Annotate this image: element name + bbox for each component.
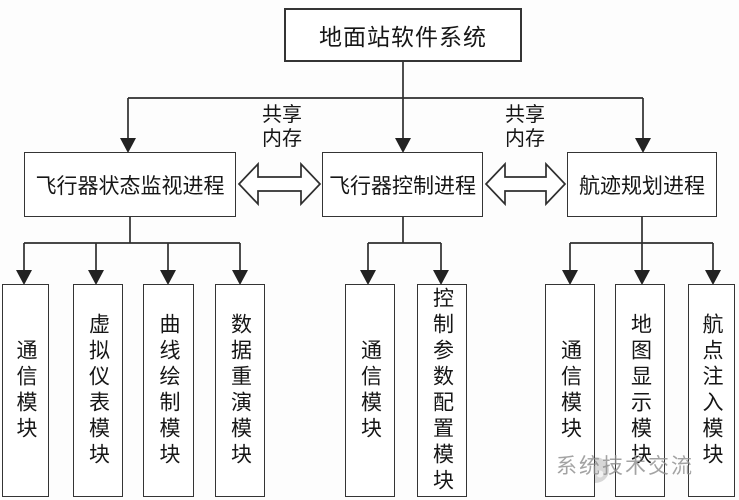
shared-memory-line2: 内存 [505, 128, 545, 150]
node-process-monitor[interactable]: 飞行器状态监视进程 [24, 152, 236, 217]
node-module-c-waypoint-inject-label: 航点注入模块 [700, 312, 724, 469]
arrowhead-proc-b [395, 138, 411, 153]
node-root[interactable]: 地面站软件系统 [284, 8, 522, 62]
node-process-route-planning[interactable]: 航迹规划进程 [567, 152, 717, 217]
arrowhead-b-m1 [360, 270, 376, 285]
shared-memory-line1: 共享 [262, 104, 302, 126]
node-module-a-data-replay-label: 数据重演模块 [228, 312, 253, 469]
node-module-a-comm[interactable]: 通信模块 [2, 284, 49, 497]
arrowhead-a-m3 [160, 270, 176, 285]
node-module-a-comm-label: 通信模块 [14, 338, 38, 443]
node-process-monitor-label: 飞行器状态监视进程 [35, 173, 225, 198]
node-module-c-map-display-label: 地图显示模块 [628, 312, 653, 469]
arrowhead-b-m2 [433, 270, 449, 285]
node-module-c-map-display[interactable]: 地图显示模块 [615, 284, 665, 497]
arrowhead-c-m2 [634, 270, 650, 285]
node-module-c-waypoint-inject[interactable]: 航点注入模块 [688, 284, 735, 497]
node-module-a-virtual-instrument-label: 虚拟仪表模块 [86, 312, 111, 469]
arrowhead-a-m4 [232, 270, 248, 285]
node-module-b-control-param-config[interactable]: 控制参数配置模块 [417, 284, 467, 497]
node-module-b-comm[interactable]: 通信模块 [345, 284, 395, 497]
arrowhead-a-m2 [88, 270, 104, 285]
node-process-route-planning-label: 航迹规划进程 [579, 173, 705, 198]
arrowhead-c-m1 [562, 270, 578, 285]
shared-memory-line1: 共享 [505, 104, 545, 126]
arrowhead-proc-c [635, 138, 651, 153]
node-module-a-curve-plot[interactable]: 曲线绘制模块 [143, 284, 194, 497]
node-module-b-comm-label: 通信模块 [358, 338, 383, 443]
shared-memory-arrow-left [237, 161, 322, 207]
node-module-a-curve-plot-label: 曲线绘制模块 [157, 312, 181, 469]
node-root-label: 地面站软件系统 [319, 25, 487, 50]
shared-memory-label-right-text: 共享 内存 [494, 103, 556, 151]
shared-memory-line2: 内存 [262, 128, 302, 150]
node-module-c-comm[interactable]: 通信模块 [545, 284, 595, 497]
shared-memory-label-left-text: 共享 内存 [251, 103, 313, 151]
arrowhead-c-m3 [705, 270, 721, 285]
arrowhead-a-m1 [16, 270, 32, 285]
node-module-b-control-param-config-label: 控制参数配置模块 [430, 286, 455, 495]
node-module-a-data-replay[interactable]: 数据重演模块 [215, 284, 265, 497]
shared-memory-arrow-right [484, 161, 567, 207]
node-process-control[interactable]: 飞行器控制进程 [322, 152, 483, 217]
node-module-a-virtual-instrument[interactable]: 虚拟仪表模块 [73, 284, 123, 497]
node-module-c-comm-label: 通信模块 [558, 338, 583, 443]
node-process-control-label: 飞行器控制进程 [329, 173, 476, 198]
arrowhead-proc-a [120, 138, 136, 153]
